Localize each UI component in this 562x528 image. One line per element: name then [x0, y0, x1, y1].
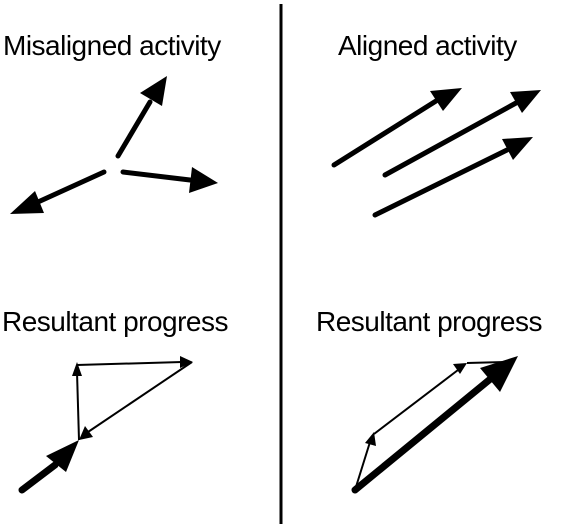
aligned-arrow-2-head	[510, 90, 541, 113]
misaligned-result-vector-up-head	[72, 362, 82, 376]
aligned-result-vectors	[351, 356, 518, 494]
misaligned-resultant-shaft	[18, 461, 59, 494]
aligned-resultant-shaft	[351, 372, 498, 494]
aligned-arrow-1-head	[430, 88, 462, 111]
aligned-arrow-3-head	[502, 137, 533, 160]
misaligned-result-vector-diagonal	[87, 361, 193, 433]
misaligned-result-vector-up	[76, 371, 80, 441]
misaligned-result-vector-diagonal-head	[79, 426, 93, 440]
misaligned-arrow-left-head	[10, 191, 44, 214]
misaligned-arrow-right-shaft	[120, 169, 193, 183]
aligned-result-vector-1-head	[365, 432, 376, 446]
misaligned-arrow-up-shaft	[115, 99, 153, 159]
aligned-arrow-1-shaft	[331, 98, 439, 168]
aligned-activity-title: Aligned activity	[338, 30, 517, 61]
aligned-result-vector-1	[354, 441, 371, 491]
misaligned-result-vector-right-head	[180, 356, 193, 368]
misaligned-result-vectors	[18, 356, 193, 494]
aligned-arrow-2-shaft	[382, 100, 519, 178]
misaligned-arrow-up-head	[140, 76, 167, 106]
aligned-arrow-3-shaft	[372, 147, 510, 218]
misaligned-arrow-right-head	[189, 167, 218, 193]
misaligned-arrow-left-shaft	[35, 169, 107, 205]
aligned-result-vector-2-head	[453, 363, 467, 374]
misaligned-resultant-head	[46, 440, 79, 472]
aligned-arrows	[331, 88, 541, 218]
aligned-result-vector-2	[373, 369, 459, 435]
misaligned-arrows	[10, 76, 218, 214]
misaligned-resultant-progress-title: Resultant progress	[2, 306, 229, 337]
misaligned-activity-title: Misaligned activity	[3, 30, 221, 61]
aligned-resultant-head	[480, 356, 518, 392]
misaligned-result-vector-right	[76, 361, 183, 366]
aligned-resultant-progress-title: Resultant progress	[316, 306, 543, 337]
